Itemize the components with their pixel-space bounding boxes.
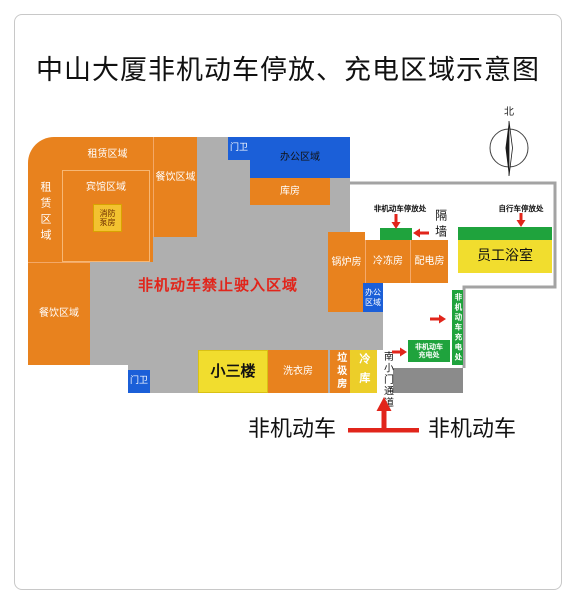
garbage-room: 垃圾房 [330,350,350,393]
rental-side-label-wrap: 租赁区域 [28,172,62,254]
compass-needle-light [508,120,513,177]
fire-pump-room-label: 消防泵房 [99,208,116,227]
charging-box: 非机动车充电处 [408,340,450,362]
arrow-charging-strip-right [430,314,446,324]
hotel-area [62,170,150,262]
arrow-ebike-parking-down [391,214,401,229]
storage-room: 库房 [250,178,330,205]
building-3-label: 小三楼 [210,361,256,380]
dining-top-label: 餐饮区域 [155,172,196,183]
dining-area-left: 餐饮区域 [28,262,90,365]
entrance-left-label: 非机动车 [247,416,336,442]
arrow-charging-box-right [392,347,407,357]
freezer-room: 冷冻房 [365,240,410,283]
storage-label: 库房 [280,185,300,197]
guard-bottom-label: 门卫 [129,376,148,387]
compass-needle-dark [505,121,509,176]
laundry-room: 洗衣房 [268,350,328,393]
compass-north-label: 北 [504,106,514,118]
staff-bathroom-label: 员工浴室 [477,248,533,265]
building-3: 小三楼 [198,350,268,393]
hotel-label: 宾馆区域 [86,181,126,193]
no-entry-zone-label: 非机动车禁止驶入区域 [137,275,298,294]
guard-room-top: 门卫 [228,137,250,160]
fire-pump-room: 消防泵房 [93,204,122,232]
map-frame [14,14,562,590]
rental-area [28,137,153,262]
map-title: 中山大厦非机动车停放、充电区域示意图 [36,55,540,86]
dining-left-label: 餐饮区域 [39,308,79,320]
entrance-arrow [348,397,419,433]
staff-bathroom: 员工浴室 [458,240,552,273]
office-label: 办公区域 [280,151,320,163]
office-small-label: 办公区域 [365,288,381,307]
guard-room-bottom: 门卫 [128,370,150,393]
south-gate-passage-wrap: 南小门通道 [380,350,394,410]
entrance-arrow-stem [381,410,387,430]
guard-top-label: 门卫 [229,143,248,154]
power-room-label: 配电房 [414,255,445,267]
ebike-parking-spot [380,228,412,240]
laundry-label: 洗衣房 [283,365,313,377]
outdoor-boundary-line [350,181,557,368]
boiler-room-label: 锅炉房 [331,257,362,268]
south-gate-passage-label: 南小门通道 [381,351,393,409]
partition-wall-label-wrap: 隔墙 [430,206,450,244]
ebike-parking-label: 非机动车停放处 [373,204,427,214]
charging-box-label: 非机动车充电处 [415,342,443,359]
dark-gray-block [393,368,463,393]
power-room: 配电房 [410,240,448,283]
freezer-room-label: 冷冻房 [373,255,403,267]
cold-storage: 冷库 [350,350,377,393]
charging-strip-label: 非机动车充电处 [453,292,463,363]
entrance-arrow-bar [348,428,419,433]
bicycle-parking-spot [458,227,552,240]
entrance-arrow-head [376,397,392,411]
rental-side-label: 租赁区域 [39,181,53,245]
arrow-bicycle-parking-down [516,213,526,227]
charging-strip: 非机动车充电处 [452,290,463,365]
garbage-room-label: 垃圾房 [334,352,346,391]
boiler-room: 锅炉房 [328,232,365,312]
entrance-right-label: 非机动车 [427,416,516,442]
office-area: 办公区域 [250,137,350,178]
partition-wall-label: 隔墙 [433,209,448,241]
bicycle-parking-label: 自行车停放处 [498,204,544,214]
compass-icon [489,120,529,177]
dining-area-top: 餐饮区域 [153,137,197,237]
rental-top-label: 租赁区域 [87,148,128,160]
office-area-small: 办公区域 [363,283,383,312]
cold-storage-label: 冷库 [357,352,371,391]
arrow-partition-wall-left [413,228,429,238]
